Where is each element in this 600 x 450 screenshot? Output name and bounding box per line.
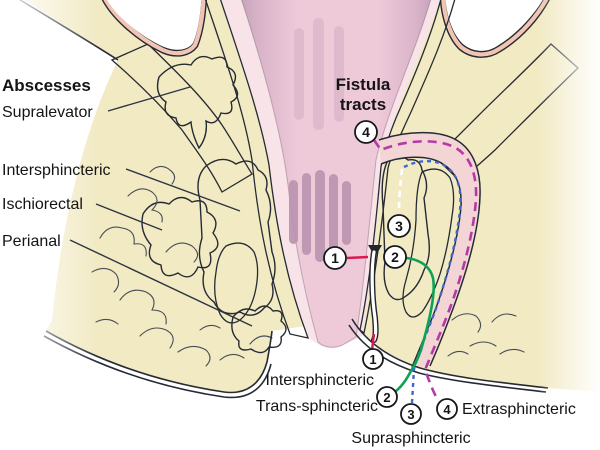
marker-2-canal-num: 2: [391, 249, 399, 265]
label-perianal: Perianal: [2, 233, 61, 250]
marker-4-bottom: [436, 398, 458, 420]
intersphincteric-abscess-left: [197, 158, 276, 316]
leader-intersphincteric: [125, 168, 241, 212]
leader-perianal: [69, 239, 253, 327]
marker-2-bottom: [376, 386, 398, 408]
puborectalis-right: [402, 168, 455, 318]
skin-line-right: [348, 318, 549, 393]
tract-1-tick-bottom: [370, 333, 376, 351]
marker-3-bottom: [400, 403, 422, 425]
marker-3-canal: [387, 214, 411, 238]
tract-intersphincteric: [346, 245, 382, 351]
peritoneal-cavity-left: [101, 0, 208, 57]
marker-2-canal: [383, 245, 407, 269]
marker-3-canal-num: 3: [395, 218, 403, 234]
left-fade: [0, 0, 99, 450]
marker-1-canal: [323, 246, 347, 270]
label-intersphincteric-abscess: Intersphincteric: [2, 162, 111, 179]
fistula-heading-line2: tracts: [340, 95, 386, 114]
anal-columns: [289, 170, 351, 262]
label-extrasphincteric: Extrasphincteric: [462, 401, 576, 418]
label-intersphincteric-tract: Intersphincteric: [266, 372, 375, 389]
lumen: [241, 0, 432, 348]
marker-1-bottom: [362, 348, 384, 370]
perianal-abscess: [231, 305, 287, 354]
marker-4-bottom-num: 4: [443, 402, 451, 417]
marker-3-bottom-num: 3: [407, 407, 414, 422]
marker-1-bottom-num: 1: [369, 352, 376, 367]
marker-4-top: [354, 120, 378, 144]
marker-numbers: 4 1 3 2 1 2 3 4: [331, 124, 451, 422]
label-supralevator: Supralevator: [2, 104, 93, 121]
rectal-wall-left: [204, 0, 310, 339]
abscesses-heading: Abscesses: [2, 76, 91, 95]
label-ischiorectal: Ischiorectal: [2, 196, 83, 213]
label-suprasphincteric: Suprasphincteric: [351, 430, 470, 447]
tract-extrasphincteric: [372, 139, 478, 401]
labels: Abscesses Supralevator Intersphincteric …: [2, 75, 576, 447]
rectum: [204, 0, 456, 349]
fat-lobules: [91, 165, 525, 367]
rectal-folds: [294, 18, 344, 130]
leader-lines: [69, 86, 253, 327]
label-trans-sphincteric: Trans-sphincteric: [256, 398, 378, 415]
marker-4-top-num: 4: [362, 124, 370, 140]
levator-ani-left: [110, 43, 253, 193]
marker-2-bottom-num: 2: [383, 390, 390, 405]
tract-trans-sphincteric: [394, 256, 435, 393]
peritoneal-cavity-right: [439, 0, 550, 58]
leader-ischiorectal: [95, 203, 163, 231]
right-fade: [538, 0, 600, 450]
tract-suprasphincteric-white-dash: [397, 168, 404, 214]
ischiorectal-abscess: [141, 196, 219, 278]
number-markers: [323, 120, 458, 425]
leader-supralevator: [107, 86, 191, 112]
supralevator-abscess: [156, 55, 239, 150]
fistula-heading-line1: Fistula: [336, 75, 391, 94]
marker-1-canal-num: 1: [331, 250, 339, 266]
tract-1-tick-top: [346, 255, 369, 260]
intersphincteric-space-right: [381, 155, 431, 301]
